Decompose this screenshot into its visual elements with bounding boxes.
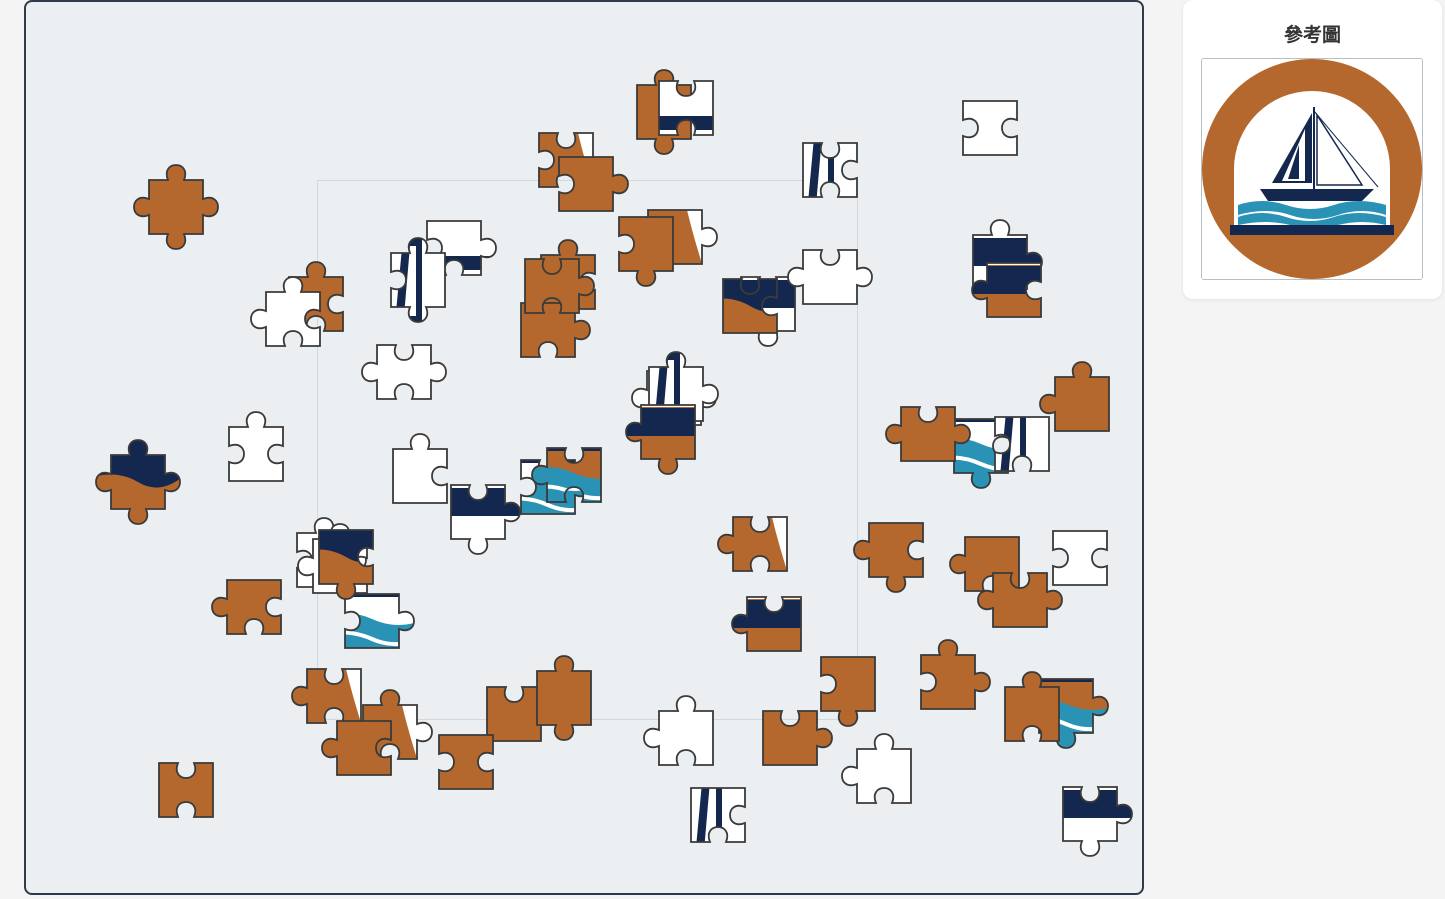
reference-image [1201,58,1423,280]
sailboat-logo-icon [1202,59,1422,279]
puzzle-board[interactable] [24,0,1144,895]
puzzle-piece[interactable] [936,74,1044,182]
puzzle-piece[interactable] [706,490,814,598]
puzzle-piece[interactable] [318,567,426,675]
puzzle-piece[interactable] [664,761,772,869]
puzzle-piece[interactable] [776,116,884,224]
puzzle-piece[interactable] [132,736,240,844]
puzzle-piece[interactable] [424,458,532,566]
puzzle-piece[interactable] [894,628,1002,736]
puzzle-piece[interactable] [696,252,804,360]
puzzle-piece[interactable] [592,190,700,298]
puzzle-piece[interactable] [632,684,740,792]
puzzle-piece[interactable] [978,660,1086,768]
puzzle-piece[interactable] [830,722,938,830]
puzzle-piece[interactable] [202,400,310,508]
reference-title: 參考圖 [1283,24,1341,46]
puzzle-piece[interactable] [794,630,902,738]
puzzle-piece[interactable] [510,644,618,752]
puzzle-piece[interactable] [520,421,628,529]
puzzle-piece[interactable] [498,232,606,340]
puzzle-piece[interactable] [364,226,472,334]
puzzle-piece[interactable] [842,496,950,604]
puzzle-piece[interactable] [412,708,520,816]
puzzle-piece[interactable] [776,223,884,331]
puzzle-piece[interactable] [292,503,400,611]
puzzle-piece[interactable] [200,553,308,661]
puzzle-piece[interactable] [1026,504,1134,612]
puzzle-piece[interactable] [280,642,388,750]
puzzle-piece[interactable] [310,694,418,802]
puzzle-piece[interactable] [632,54,740,162]
puzzle-piece[interactable] [239,265,347,373]
puzzle-piece[interactable] [366,422,474,530]
puzzle-piece[interactable] [720,570,828,678]
puzzle-piece[interactable] [1036,760,1142,868]
puzzle-piece[interactable] [968,390,1076,498]
puzzle-piece[interactable] [122,153,230,261]
puzzle-piece[interactable] [736,684,844,792]
puzzle-piece[interactable] [614,378,722,486]
puzzle-piece[interactable] [960,236,1068,344]
puzzle-piece[interactable] [532,130,640,238]
reference-panel: 參考圖 [1183,0,1442,299]
puzzle-piece[interactable] [874,380,982,488]
puzzle-piece[interactable] [350,318,458,426]
puzzle-piece[interactable] [84,428,192,536]
puzzle-piece[interactable] [966,546,1074,654]
